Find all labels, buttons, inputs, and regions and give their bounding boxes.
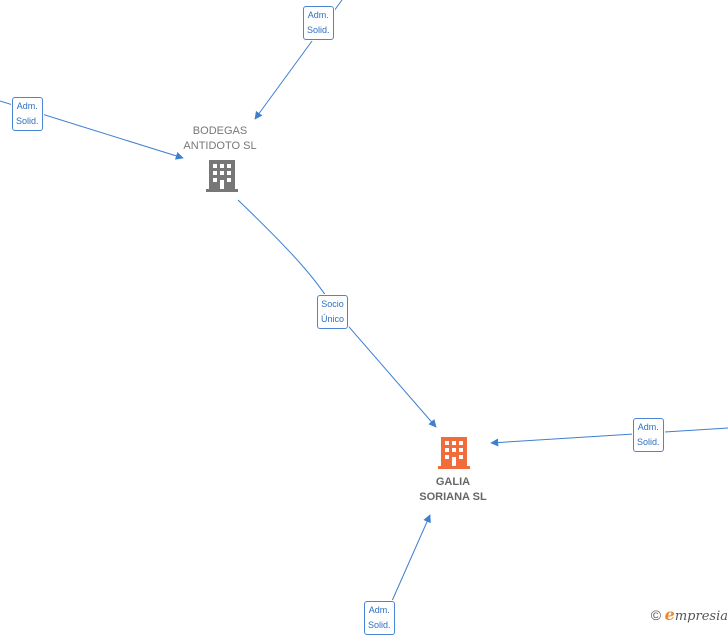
edge-right-to-galia (490, 427, 728, 447)
building-icon[interactable] (206, 160, 238, 192)
brand-name: mpresia (674, 609, 728, 624)
node-name-galia[interactable]: GALIA SORIANA SL (419, 476, 487, 503)
copyright-symbol: © (650, 607, 662, 623)
edge-label-bodegas-to-galia[interactable]: Socio Único (317, 295, 349, 329)
node-name-bodegas[interactable]: BODEGAS ANTIDOTO SL (183, 125, 257, 152)
edge-label-left-to-bodegas[interactable]: Adm. Solid. (12, 97, 43, 131)
edge-label-top-to-bodegas[interactable]: Adm. Solid. (303, 6, 334, 40)
edge-bottom-to-galia (387, 514, 431, 611)
building-icon[interactable] (438, 437, 470, 469)
edge-label-right-to-galia[interactable]: Adm. Solid. (633, 418, 664, 452)
brand-initial: e (664, 605, 675, 624)
brand-logo: © empresia (651, 605, 728, 624)
